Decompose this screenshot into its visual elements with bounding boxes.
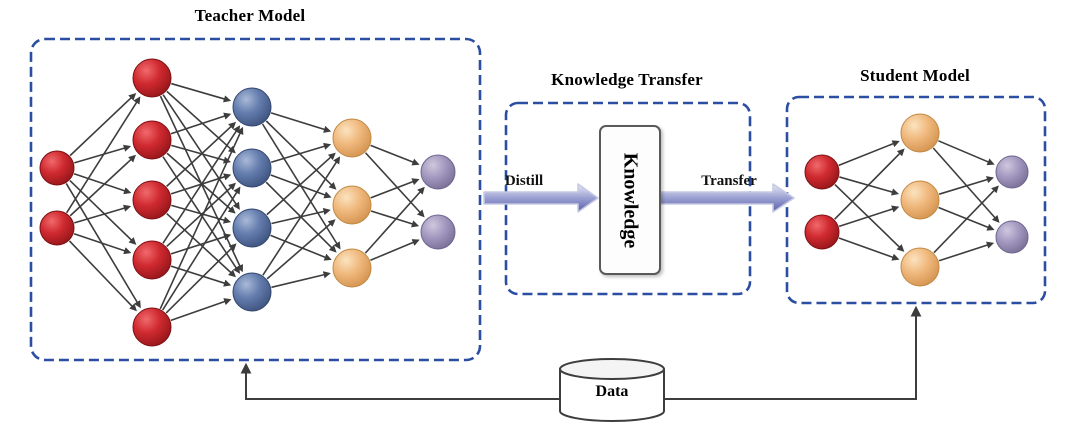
data-cylinder-body	[559, 369, 665, 422]
neuron-red	[39, 150, 75, 186]
edge	[166, 90, 236, 154]
neuron-blue	[232, 208, 272, 248]
student-network	[804, 113, 1029, 287]
neuron-orange	[900, 247, 940, 287]
neuron-red	[132, 307, 172, 347]
distill-label: Distill	[504, 173, 544, 189]
edge	[74, 204, 132, 224]
edge	[938, 140, 995, 166]
neuron-orange	[332, 118, 372, 158]
teacher-model-box	[29, 37, 482, 362]
edge	[69, 154, 137, 217]
edge	[364, 186, 425, 254]
edge	[266, 219, 336, 280]
neuron-purple	[420, 154, 456, 190]
teacher-edges	[65, 82, 425, 322]
neuron-purple	[995, 220, 1029, 254]
edge	[162, 94, 240, 210]
edge	[74, 144, 132, 164]
edge	[162, 125, 241, 244]
edge	[73, 172, 132, 195]
edge	[73, 232, 132, 255]
edge	[370, 144, 420, 166]
edge	[166, 182, 236, 248]
edge	[165, 243, 237, 314]
edge	[370, 178, 420, 199]
neuron-red	[132, 58, 172, 98]
neuron-orange	[900, 113, 940, 153]
edge	[938, 241, 995, 262]
knowledge-transfer-title: Knowledge Transfer	[551, 70, 703, 89]
edge	[364, 152, 425, 218]
data-to-teacher-connector	[240, 362, 561, 400]
student-model-title: Student Model	[860, 66, 970, 85]
student-edges	[834, 140, 1000, 262]
transfer-label: Transfer	[701, 173, 757, 189]
edge	[370, 239, 420, 262]
edge	[270, 142, 332, 164]
edge	[271, 271, 331, 289]
distill-arrow	[483, 183, 599, 213]
neuron-red	[132, 240, 172, 280]
edge	[170, 233, 232, 255]
edge	[270, 234, 332, 261]
teacher-network	[39, 58, 456, 347]
edge	[68, 240, 137, 312]
neuron-red	[39, 210, 75, 246]
edge	[65, 183, 141, 309]
neuron-red	[804, 214, 840, 250]
data-store-label: Data	[595, 383, 629, 400]
edge	[170, 265, 232, 287]
neuron-red	[132, 120, 172, 160]
edge	[270, 112, 332, 133]
neuron-orange	[332, 248, 372, 288]
data-cylinder-top	[559, 358, 665, 380]
edge	[170, 82, 232, 103]
edge	[933, 185, 999, 254]
edge	[69, 179, 137, 245]
edge	[170, 112, 232, 135]
edge	[161, 186, 241, 311]
neuron-blue	[232, 272, 272, 312]
edge	[938, 176, 995, 195]
edge	[266, 152, 336, 216]
data-to-student-connector	[663, 305, 922, 400]
knowledge-box-label: Knowledge	[619, 152, 642, 248]
teacher-nodes	[39, 58, 456, 347]
edge	[159, 126, 244, 310]
student-nodes	[804, 113, 1029, 287]
neuron-purple	[995, 155, 1029, 189]
neuron-blue	[232, 87, 272, 127]
edge	[166, 152, 236, 214]
neuron-blue	[232, 148, 272, 188]
edge	[838, 140, 900, 167]
edge	[370, 210, 420, 228]
neuron-orange	[900, 180, 940, 220]
edge	[171, 144, 232, 164]
neuron-red	[132, 180, 172, 220]
edge	[938, 206, 995, 231]
edge	[838, 205, 900, 228]
edge	[838, 237, 900, 261]
neuron-orange	[332, 185, 372, 225]
edge	[262, 156, 341, 276]
teacher-model-title: Teacher Model	[194, 6, 306, 25]
neuron-red	[804, 154, 840, 190]
edge	[270, 174, 332, 199]
edge	[834, 148, 905, 220]
edge	[170, 298, 232, 322]
edge	[65, 96, 141, 214]
knowledge-box: Knowledge	[599, 125, 661, 275]
neuron-purple	[420, 214, 456, 250]
transfer-arrow	[658, 183, 795, 213]
edge	[265, 120, 337, 190]
edge	[166, 121, 237, 187]
edge	[69, 92, 137, 157]
edge	[932, 147, 1000, 223]
